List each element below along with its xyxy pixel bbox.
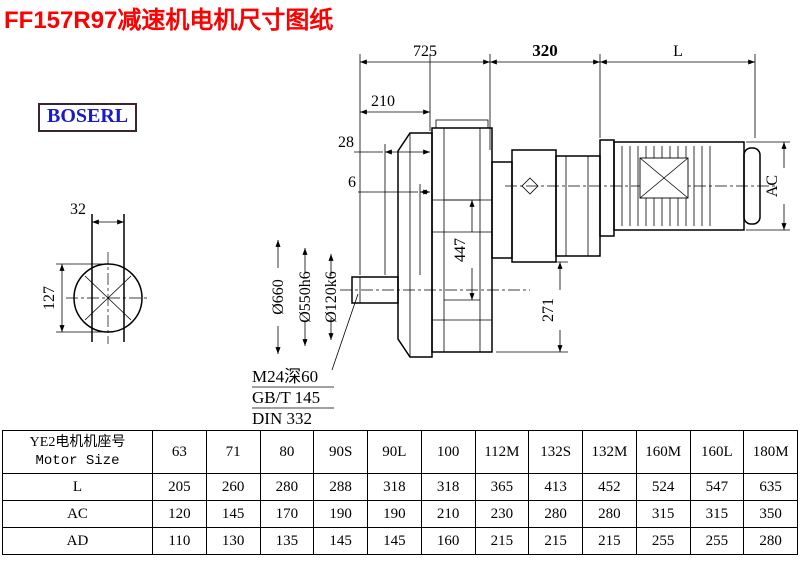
col-header-71: 71 xyxy=(205,430,261,474)
cell-L-1: 260 xyxy=(205,473,261,501)
table-row-AD: AD 110 130 135 145 145 160 215 215 215 2… xyxy=(2,527,798,555)
col-header-90l: 90L xyxy=(367,430,422,474)
dim-6: 6 xyxy=(348,174,356,191)
cell-AD-0: 110 xyxy=(152,527,207,555)
note-gbt145: GB/T 145 xyxy=(252,388,320,407)
cell-AD-7: 215 xyxy=(528,527,583,555)
motor-size-header-cn: YE2电机机座号 xyxy=(29,435,126,450)
col-header-100: 100 xyxy=(420,430,476,474)
dimension-verticals: 447 271 AC xyxy=(452,142,787,352)
cell-AD-1: 130 xyxy=(205,527,261,555)
motor-size-header-en: Motor Size xyxy=(35,453,120,469)
dim-725: 725 xyxy=(413,43,437,60)
cell-AD-3: 145 xyxy=(313,527,368,555)
cell-AC-6: 230 xyxy=(474,500,530,528)
dim-210: 210 xyxy=(371,93,395,110)
cell-AC-11: 350 xyxy=(743,500,798,528)
cell-AC-3: 190 xyxy=(313,500,368,528)
cell-AC-1: 145 xyxy=(205,500,261,528)
table-row-AC: AC 120 145 170 190 190 210 230 280 280 3… xyxy=(2,500,798,528)
dim-320: 320 xyxy=(532,41,558,60)
cell-AD-10: 255 xyxy=(689,527,745,555)
col-header-80: 80 xyxy=(259,430,315,474)
dim-28: 28 xyxy=(338,134,354,151)
dimension-left-stack: 210 28 6 xyxy=(338,93,430,195)
dim-271: 271 xyxy=(540,298,557,322)
row-label-AC: AC xyxy=(2,500,153,528)
cell-L-0: 205 xyxy=(152,473,207,501)
cell-L-4: 318 xyxy=(367,473,422,501)
table-row-L: L 205 260 280 288 318 318 365 413 452 52… xyxy=(2,473,798,501)
cell-AD-9: 255 xyxy=(635,527,691,555)
note-thread: M24深60 xyxy=(252,367,318,386)
dim-dia-550: Ø550h6 xyxy=(297,271,314,323)
col-header-132m: 132M xyxy=(582,430,637,474)
cell-AC-0: 120 xyxy=(152,500,207,528)
dim-AC: AC xyxy=(764,175,781,197)
cell-AC-5: 210 xyxy=(420,500,476,528)
cell-AC-2: 170 xyxy=(259,500,315,528)
shaft-thread-notes: M24深60 GB/T 145 DIN 332 xyxy=(252,293,359,428)
cell-L-3: 288 xyxy=(313,473,368,501)
cell-AD-6: 215 xyxy=(474,527,530,555)
page-title: FF157R97减速机电机尺寸图纸 xyxy=(4,7,334,34)
dim-dia-660: Ø660 xyxy=(270,279,287,315)
cell-AD-5: 160 xyxy=(420,527,476,555)
cell-AC-9: 315 xyxy=(635,500,691,528)
col-header-90s: 90S xyxy=(313,430,368,474)
cell-AC-10: 315 xyxy=(689,500,745,528)
cell-L-5: 318 xyxy=(420,473,476,501)
dim-dia-120: Ø120k6 xyxy=(323,271,340,323)
col-header-180m: 180M xyxy=(743,430,798,474)
cell-L-9: 524 xyxy=(635,473,691,501)
dimension-diameters: Ø660 Ø550h6 Ø120k6 xyxy=(270,240,340,354)
cell-AC-7: 280 xyxy=(528,500,583,528)
cell-AD-11: 280 xyxy=(743,527,798,555)
cell-AD-2: 135 xyxy=(259,527,315,555)
motor-size-table: YE2电机机座号 Motor Size 63 71 80 90S 90L 100… xyxy=(2,430,798,555)
dim-127: 127 xyxy=(41,286,58,310)
motor-size-header: YE2电机机座号 Motor Size xyxy=(2,430,153,474)
dim-447: 447 xyxy=(452,238,469,262)
fan-cover xyxy=(743,147,761,225)
note-din332: DIN 332 xyxy=(252,409,312,428)
cell-L-7: 413 xyxy=(528,473,583,501)
dim-L: L xyxy=(673,43,683,60)
cell-L-11: 635 xyxy=(743,473,798,501)
row-label-L: L xyxy=(2,473,153,501)
cell-L-2: 280 xyxy=(259,473,315,501)
cell-AC-8: 280 xyxy=(582,500,637,528)
gearbox-body xyxy=(431,119,493,353)
centerlines xyxy=(340,185,778,291)
shaft-end-view: 32 127 xyxy=(41,201,150,344)
extension-lines xyxy=(359,54,790,353)
mounting-flange xyxy=(397,132,433,358)
row-label-AD: AD xyxy=(2,527,153,555)
cell-AD-8: 215 xyxy=(582,527,637,555)
col-header-160l: 160L xyxy=(689,430,745,474)
brand-logo: BOSERL xyxy=(38,103,138,132)
cell-AD-4: 145 xyxy=(367,527,422,555)
table-header-row: YE2电机机座号 Motor Size 63 71 80 90S 90L 100… xyxy=(2,430,798,474)
dimension-top-row: 725 320 L xyxy=(360,41,755,65)
cell-L-8: 452 xyxy=(582,473,637,501)
cell-L-6: 365 xyxy=(474,473,530,501)
col-header-63: 63 xyxy=(152,430,207,474)
col-header-112m: 112M xyxy=(474,430,530,474)
cell-AC-4: 190 xyxy=(367,500,422,528)
col-header-160m: 160M xyxy=(635,430,691,474)
motor-body xyxy=(599,139,761,237)
motor-nameplate xyxy=(639,157,689,199)
cell-L-10: 547 xyxy=(689,473,745,501)
dim-32: 32 xyxy=(70,201,86,218)
col-header-132s: 132S xyxy=(528,430,583,474)
coupling-housing xyxy=(491,149,601,263)
